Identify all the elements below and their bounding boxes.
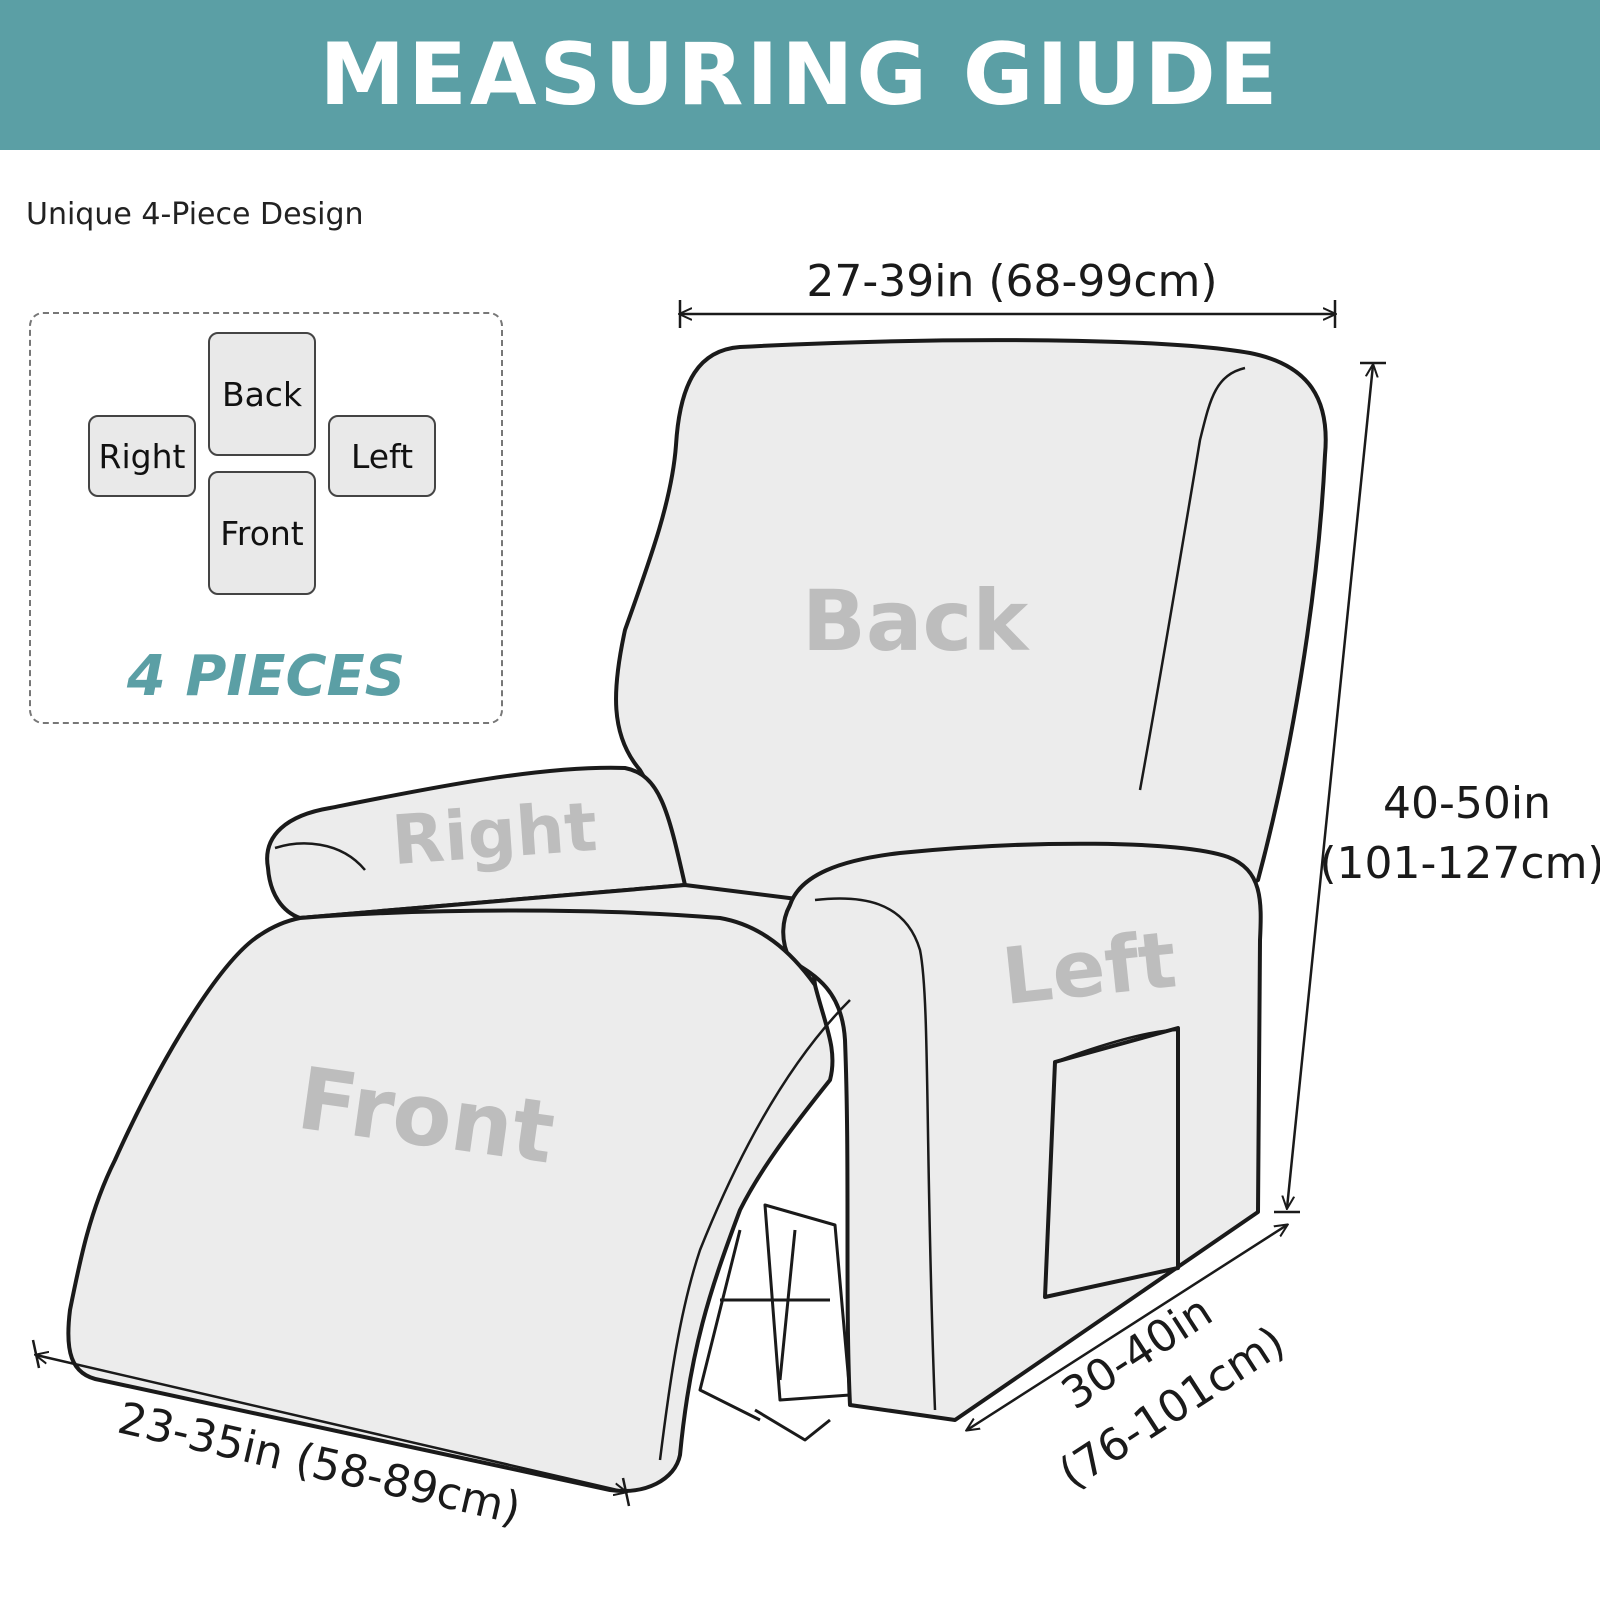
pieces-legend: Back Right Left Front 4 PIECES [29,312,503,724]
piece-right: Right [88,415,196,497]
width-dimension-label: 27-39in (68-99cm) [806,256,1217,307]
footrest-dimension-line [36,1355,626,1492]
piece-back: Back [208,332,316,456]
side-pocket [1043,1026,1180,1299]
page-title: MEASURING GIUDE [319,25,1281,125]
piece-front: Front [208,471,316,595]
chair-label-back: Back [802,572,1031,670]
height-dimension-label-in: 40-50in [1383,778,1551,829]
chair-label-left: Left [998,915,1180,1023]
header-banner: MEASURING GIUDE [0,0,1600,150]
chair-back [614,338,1328,907]
height-dimension-label-cm: (101-127cm) [1319,838,1600,889]
pieces-count-label: 4 PIECES [126,644,406,709]
height-dimension-line [1287,365,1373,1208]
chair-front [66,908,835,1493]
chair-label-right: Right [389,788,599,881]
subtitle: Unique 4-Piece Design [26,197,364,232]
piece-left: Left [328,415,436,497]
depth-dimension-line [967,1225,1287,1430]
